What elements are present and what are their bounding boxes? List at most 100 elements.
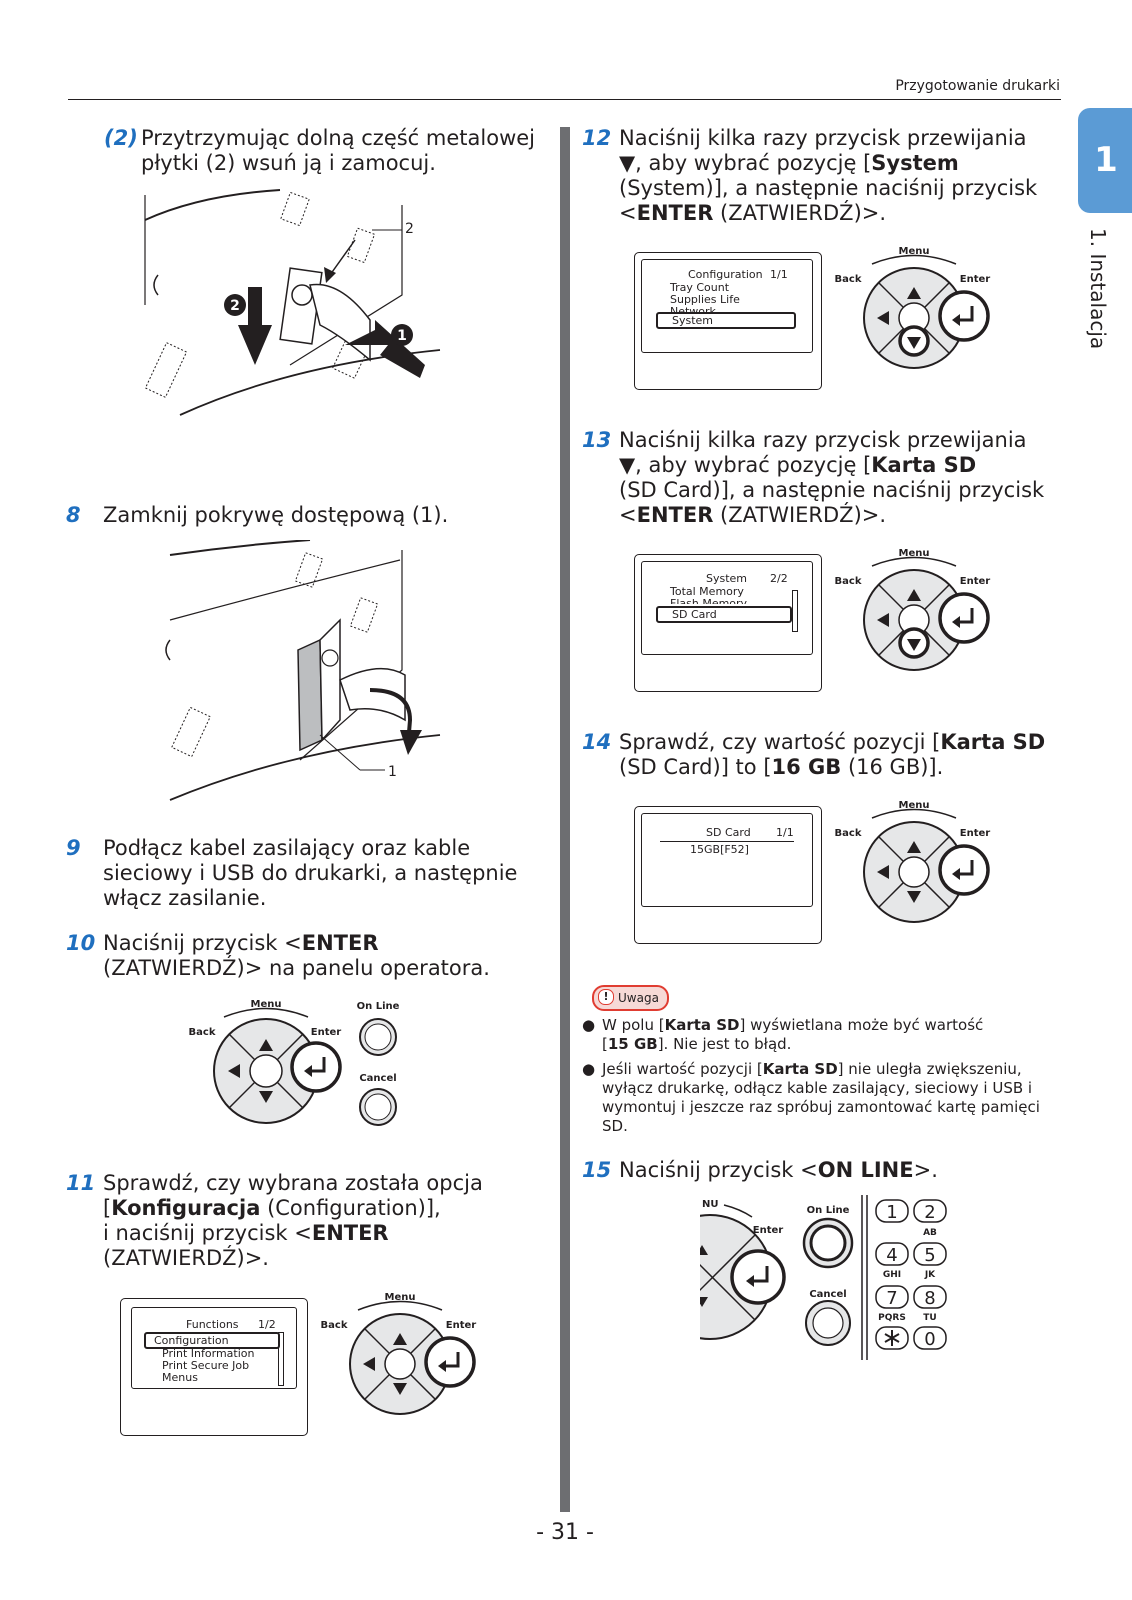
menu-label: Menu — [385, 1292, 416, 1303]
back-label: Back — [835, 828, 862, 839]
step-text: Naciśnij przycisk <ON LINE>. — [619, 1158, 938, 1182]
enter-label: Enter — [960, 274, 991, 285]
lcd-item: Menus — [162, 1371, 198, 1384]
lcd-title: SD Card — [706, 826, 751, 839]
enter-button[interactable] — [424, 1336, 476, 1388]
left-arrow-icon[interactable] — [363, 1357, 375, 1371]
step-text: Naciśnij przycisk <ENTER(ZATWIERDŹ)> na … — [103, 931, 490, 980]
lcd-item: Tray Count — [670, 281, 730, 294]
key-1[interactable] — [875, 1199, 909, 1223]
lcd-value: 15GB[F52] — [690, 843, 749, 856]
left-arrow-icon[interactable] — [228, 1064, 240, 1078]
step-number: 11 — [66, 1171, 96, 1195]
lcd-page: 1/1 — [770, 268, 788, 281]
svg-text:5: 5 — [924, 1245, 935, 1266]
lcd-selected-item: SD Card — [656, 606, 792, 623]
asterisk-icon — [884, 1330, 900, 1346]
page-number: - 31 - — [536, 1520, 594, 1545]
down-arrow-icon[interactable] — [259, 1091, 273, 1103]
down-arrow-icon[interactable] — [393, 1383, 407, 1395]
key-8[interactable] — [913, 1285, 947, 1309]
bullet-icon: ● — [582, 1060, 596, 1078]
svg-text:AB: AB — [923, 1228, 937, 1238]
step-text: Sprawdź, czy wartość pozycji [Karta SD(S… — [619, 730, 1046, 779]
close-cover-illustration: 1 — [165, 540, 441, 801]
enter-label: Enter — [311, 1027, 342, 1038]
step-number: 15 — [582, 1158, 612, 1182]
key-7[interactable] — [875, 1285, 909, 1309]
enter-button[interactable] — [938, 844, 990, 896]
step-number: 12 — [582, 126, 612, 150]
key-4[interactable] — [875, 1242, 909, 1266]
enter-button[interactable] — [938, 290, 990, 342]
lcd-display: System 2/2 Total Memory Flash Memory SD … — [634, 554, 822, 692]
left-arrow-icon[interactable] — [877, 311, 889, 325]
step-number: 10 — [66, 931, 96, 955]
step-15: 15 Naciśnij przycisk <ON LINE>. — [582, 1158, 1062, 1184]
chapter-label: 1. Instalacja — [1086, 228, 1110, 350]
chapter-tab[interactable] — [1078, 108, 1132, 213]
step-text: Naciśnij kilka razy przycisk przewijania… — [619, 428, 1045, 527]
step-10: 10 Naciśnij przycisk <ENTER(ZATWIERDŹ)> … — [66, 931, 546, 983]
svg-text:GHI: GHI — [883, 1270, 901, 1280]
back-label: Back — [189, 1027, 216, 1038]
enter-label: Enter — [960, 576, 991, 587]
marker-1: 1 — [397, 328, 407, 344]
on-line-label: On Line — [357, 1001, 400, 1012]
cancel-button[interactable] — [812, 1307, 844, 1339]
key-5[interactable] — [913, 1242, 947, 1266]
menu-label: Menu — [899, 800, 930, 811]
lcd-page: 1/2 — [258, 1318, 276, 1331]
up-arrow-icon[interactable] — [393, 1333, 407, 1345]
lcd-item: Total Memory — [670, 585, 744, 598]
lcd-scrollbar — [278, 1332, 284, 1386]
step-number: 13 — [582, 428, 612, 452]
enter-button[interactable] — [290, 1041, 342, 1093]
lcd-page: 2/2 — [770, 572, 788, 585]
lcd-display: SD Card 1/1 15GB[F52] — [634, 806, 822, 944]
up-arrow-icon[interactable] — [907, 841, 921, 853]
enter-button[interactable] — [730, 1249, 786, 1305]
note-item: ● Jeśli wartość pozycji [Karta SD] nie u… — [582, 1060, 1040, 1135]
down-arrow-icon[interactable] — [907, 891, 921, 903]
lcd-item: Flash Memory — [670, 598, 747, 604]
step-13: 13 Naciśnij kilka razy przycisk przewija… — [582, 428, 1062, 530]
enter-label: Enter — [753, 1225, 784, 1236]
lcd-selected-item: System — [656, 312, 796, 329]
on-line-button[interactable] — [809, 1224, 847, 1262]
lcd-item: Supplies Life — [670, 293, 740, 306]
callout-1: 1 — [388, 764, 397, 780]
left-arrow-icon[interactable] — [877, 613, 889, 627]
lcd-title: Functions — [186, 1318, 239, 1331]
enter-button[interactable] — [938, 592, 990, 644]
step-14: 14 Sprawdź, czy wartość pozycji [Karta S… — [582, 730, 1062, 782]
step-number: 9 — [66, 836, 81, 860]
step-text: Naciśnij kilka razy przycisk przewijania… — [619, 126, 1038, 225]
up-arrow-icon[interactable] — [907, 589, 921, 601]
step-text: Sprawdź, czy wybrana została opcja[Konfi… — [103, 1171, 483, 1270]
navigation-panel: Menu Back Enter — [321, 1292, 477, 1415]
svg-text:8: 8 — [924, 1288, 935, 1309]
menu-label: Menu — [899, 246, 930, 257]
svg-text:TU: TU — [923, 1313, 936, 1323]
warning-icon: ! — [598, 989, 614, 1005]
enter-label: Enter — [446, 1320, 477, 1331]
lcd-item: Print Secure Job — [162, 1359, 250, 1372]
step-8: 8 Zamknij pokrywę dostępową (1). — [66, 503, 546, 529]
up-arrow-icon[interactable] — [907, 287, 921, 299]
svg-text:2: 2 — [924, 1202, 935, 1223]
key-2[interactable] — [913, 1199, 947, 1223]
cancel-label: Cancel — [359, 1073, 396, 1084]
menu-label-partial: NU — [702, 1199, 719, 1210]
svg-text:PQRS: PQRS — [878, 1313, 906, 1323]
left-arrow-icon[interactable] — [877, 865, 889, 879]
section-title: Przygotowanie drukarki — [895, 78, 1060, 94]
up-arrow-icon[interactable] — [259, 1039, 273, 1051]
step-11: 11 Sprawdź, czy wybrana została opcja[Ko… — [66, 1171, 546, 1273]
lcd-display: Functions 1/2 Configuration Print Inform… — [120, 1298, 308, 1436]
svg-text:7: 7 — [886, 1288, 897, 1309]
key-0[interactable] — [913, 1326, 947, 1350]
on-line-label: On Line — [807, 1205, 850, 1216]
